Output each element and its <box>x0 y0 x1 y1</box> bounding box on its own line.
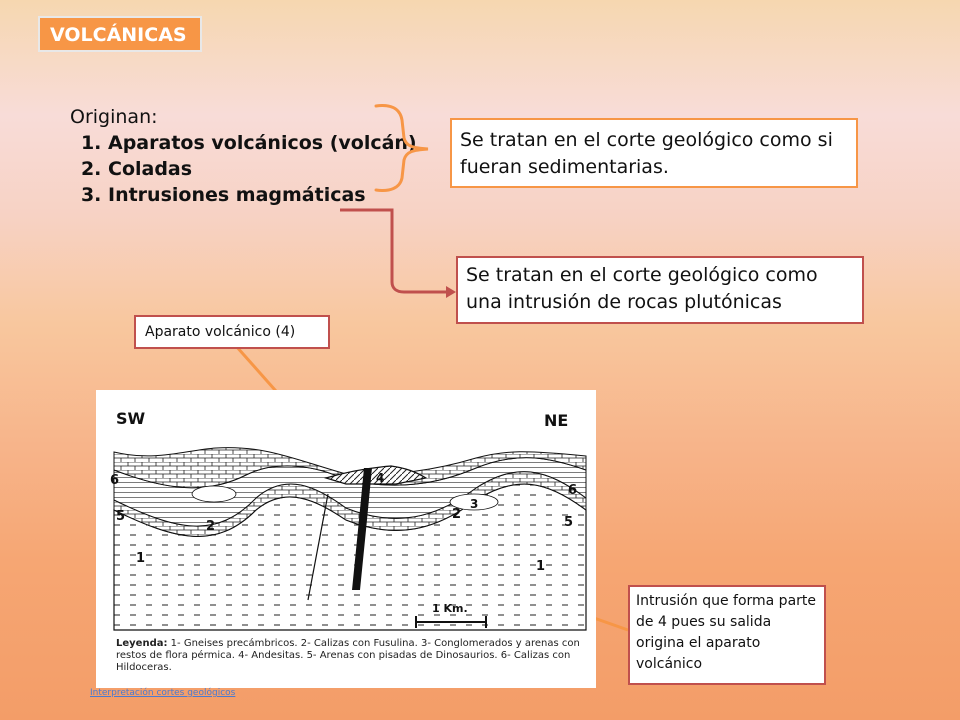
origin-lead: Originan: <box>70 106 158 128</box>
fault-line <box>307 493 329 601</box>
geologic-cross-section: SW NE 1 Km. 1 1 2 2 3 4 5 5 6 6 Leyenda:… <box>96 390 596 688</box>
unit-label: 6 <box>568 483 577 498</box>
unit-3-conglomerate <box>191 485 237 503</box>
unit-6-limestone <box>113 447 587 489</box>
intrusion-dike <box>352 468 372 590</box>
reference-link[interactable]: Interpretación cortes geológicos <box>90 688 236 698</box>
ne-label: NE <box>544 411 568 430</box>
figure-legend: Leyenda: 1- Gneises precámbricos. 2- Cal… <box>116 638 586 674</box>
intrusion-connector <box>340 208 446 294</box>
unit-4-andesite <box>323 465 428 485</box>
sw-label: SW <box>116 409 146 428</box>
unit-label: 4 <box>376 471 384 485</box>
note-volcanic-apparatus: Aparato volcánico (4) <box>134 315 330 349</box>
slide-title: VOLCÁNICAS <box>38 16 202 52</box>
cross-section-drawing: SW NE 1 Km. 1 1 2 2 3 4 5 5 6 6 <box>110 409 587 631</box>
note-sedimentary: Se tratan en el corte geológico como si … <box>450 118 858 188</box>
unit-label: 1 <box>136 551 145 566</box>
list-item: Intrusiones magmáticas <box>108 182 417 208</box>
origin-list-block: Originan: Aparatos volcánicos (volcán) C… <box>70 104 417 208</box>
legend-text: 1- Gneises precámbricos. 2- Calizas con … <box>116 638 580 673</box>
unit-3-conglomerate <box>449 493 499 511</box>
brace-connector <box>374 104 429 192</box>
list-item: Coladas <box>108 156 417 182</box>
unit-label: 2 <box>206 519 215 534</box>
origin-list: Aparatos volcánicos (volcán) Coladas Int… <box>70 130 417 208</box>
note-intrusion: Intrusión que forma parte de 4 pues su s… <box>628 585 826 685</box>
unit-label: 5 <box>564 515 573 530</box>
list-item: Aparatos volcánicos (volcán) <box>108 130 417 156</box>
note-plutonic: Se tratan en el corte geológico como una… <box>456 256 864 324</box>
unit-label: 6 <box>110 473 119 488</box>
unit-label: 1 <box>536 559 545 574</box>
arrow-head-icon <box>446 286 456 298</box>
unit-label: 5 <box>116 509 125 524</box>
scale-label: 1 Km. <box>432 602 468 615</box>
unit-label: 3 <box>470 497 478 511</box>
legend-label: Leyenda: <box>116 638 168 649</box>
unit-label: 2 <box>452 507 461 522</box>
